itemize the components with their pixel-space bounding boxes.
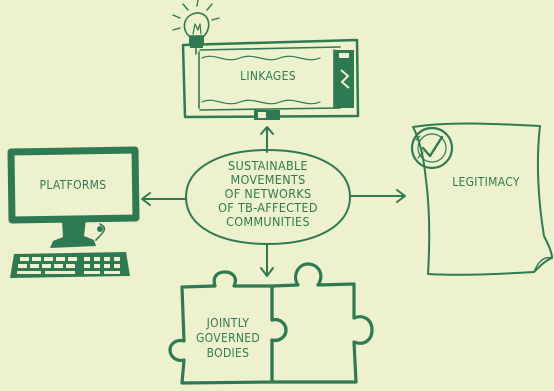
puzzle-icon <box>168 262 374 385</box>
linkages-label: LINKAGES <box>240 69 296 83</box>
center-node <box>185 149 351 245</box>
arrow-up-icon <box>260 126 274 153</box>
bodies-label-line-3: BODIES <box>207 346 250 360</box>
center-label-line-5: COMMUNITIES <box>226 214 310 229</box>
certificate-icon <box>412 122 553 276</box>
legitimacy-label: LEGITIMACY <box>452 175 520 189</box>
arrow-left-icon <box>141 192 187 206</box>
arrow-down-icon <box>260 244 274 277</box>
light-bulb-icon <box>172 0 220 48</box>
checkmark-icon <box>410 126 454 170</box>
center-label-line-1: SUSTAINABLE <box>228 158 308 173</box>
battery-circuit-icon <box>181 38 360 120</box>
center-label-line-3: OF NETWORKS <box>225 186 312 201</box>
arrow-right-icon <box>349 189 406 203</box>
bodies-label-line-2: GOVERNED <box>196 331 260 345</box>
platforms-label: PLATFORMS <box>40 178 107 192</box>
computer-icon <box>7 146 140 278</box>
center-label-line-4: OF TB-AFFECTED <box>218 200 318 215</box>
center-label-line-2: MOVEMENTS <box>230 172 305 187</box>
bodies-label-line-1: JOINTLY <box>206 316 250 330</box>
